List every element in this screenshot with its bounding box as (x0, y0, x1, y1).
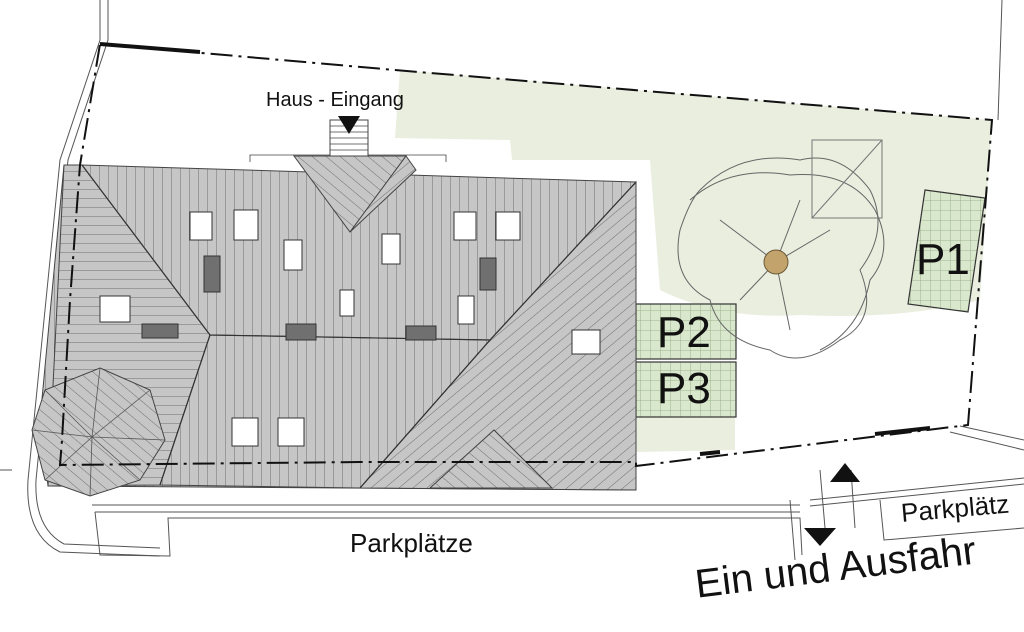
p3-label: P3 (657, 364, 711, 413)
wall-segments (99, 42, 931, 456)
garden-area (395, 70, 992, 316)
parking-space-p2[interactable] (635, 303, 737, 360)
tree-trunk (763, 249, 789, 275)
building-roof (39, 155, 637, 491)
entrance-arrow-icon (338, 116, 360, 134)
parking-space-p1[interactable] (907, 189, 986, 313)
entry-arrow-up-icon (830, 463, 860, 482)
p2-label: P2 (657, 308, 711, 357)
tree-icon (677, 139, 885, 359)
property-boundary (58, 43, 994, 468)
garden-strip (636, 415, 735, 452)
p1-label: P1 (916, 235, 970, 284)
skylights (99, 209, 601, 447)
house-entrance-label: Haus - Eingang (266, 89, 404, 111)
parking-space-p3[interactable] (635, 361, 737, 418)
parking-label-main: Parkplätze (350, 528, 473, 558)
exit-arrow-down-icon (804, 528, 836, 546)
tree-crown-marker (811, 139, 883, 219)
chimneys (141, 255, 497, 341)
